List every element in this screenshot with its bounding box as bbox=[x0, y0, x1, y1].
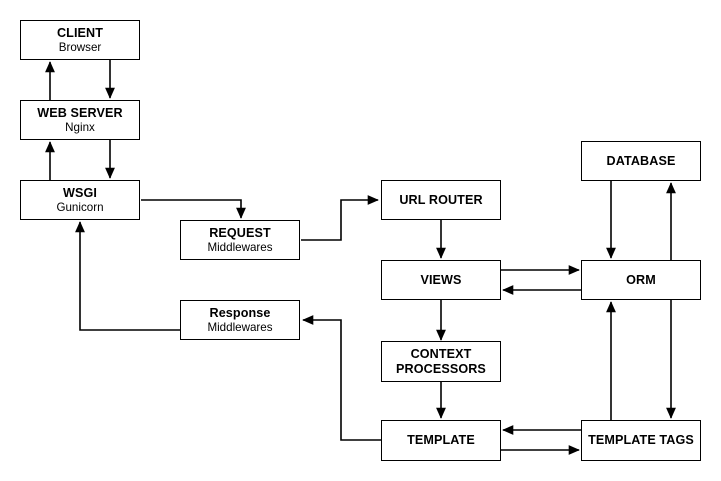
node-response-title: Response bbox=[209, 305, 271, 320]
edge-response-to-wsgi bbox=[75, 221, 180, 331]
node-template-title: TEMPLATE bbox=[407, 433, 475, 448]
node-client[interactable]: CLIENT Browser bbox=[20, 20, 140, 60]
node-wsgi-title: WSGI bbox=[63, 185, 97, 200]
node-client-title: CLIENT bbox=[56, 25, 104, 40]
node-request[interactable]: REQUEST Middlewares bbox=[180, 220, 300, 260]
node-web-server-subtitle: Nginx bbox=[65, 121, 95, 135]
node-database[interactable]: DATABASE bbox=[581, 141, 701, 181]
node-template[interactable]: TEMPLATE bbox=[381, 420, 501, 461]
node-template-tags[interactable]: TEMPLATE TAGS bbox=[581, 420, 701, 461]
node-orm[interactable]: ORM bbox=[581, 260, 701, 300]
node-web-server[interactable]: WEB SERVER Nginx bbox=[20, 100, 140, 140]
edge-request-to-url-router bbox=[301, 195, 379, 241]
edge-wsgi-to-request bbox=[141, 199, 246, 219]
node-client-subtitle: Browser bbox=[58, 41, 102, 55]
node-request-title: REQUEST bbox=[209, 225, 271, 240]
node-response[interactable]: Response Middlewares bbox=[180, 300, 300, 340]
node-context-processors[interactable]: CONTEXT PROCESSORS bbox=[381, 341, 501, 382]
node-url-router[interactable]: URL ROUTER bbox=[381, 180, 501, 220]
node-context-processors-title: CONTEXT PROCESSORS bbox=[396, 346, 486, 376]
node-database-title: DATABASE bbox=[606, 153, 676, 168]
node-web-server-title: WEB SERVER bbox=[37, 105, 123, 120]
node-response-subtitle: Middlewares bbox=[207, 321, 273, 335]
node-wsgi-subtitle: Gunicorn bbox=[56, 201, 104, 215]
node-views[interactable]: VIEWS bbox=[381, 260, 501, 300]
node-wsgi[interactable]: WSGI Gunicorn bbox=[20, 180, 140, 220]
node-request-subtitle: Middlewares bbox=[207, 241, 273, 255]
node-template-tags-title: TEMPLATE TAGS bbox=[588, 433, 694, 448]
edge-template-to-response bbox=[302, 315, 381, 441]
node-url-router-title: URL ROUTER bbox=[399, 192, 483, 207]
node-orm-title: ORM bbox=[626, 272, 656, 287]
node-views-title: VIEWS bbox=[420, 272, 462, 287]
